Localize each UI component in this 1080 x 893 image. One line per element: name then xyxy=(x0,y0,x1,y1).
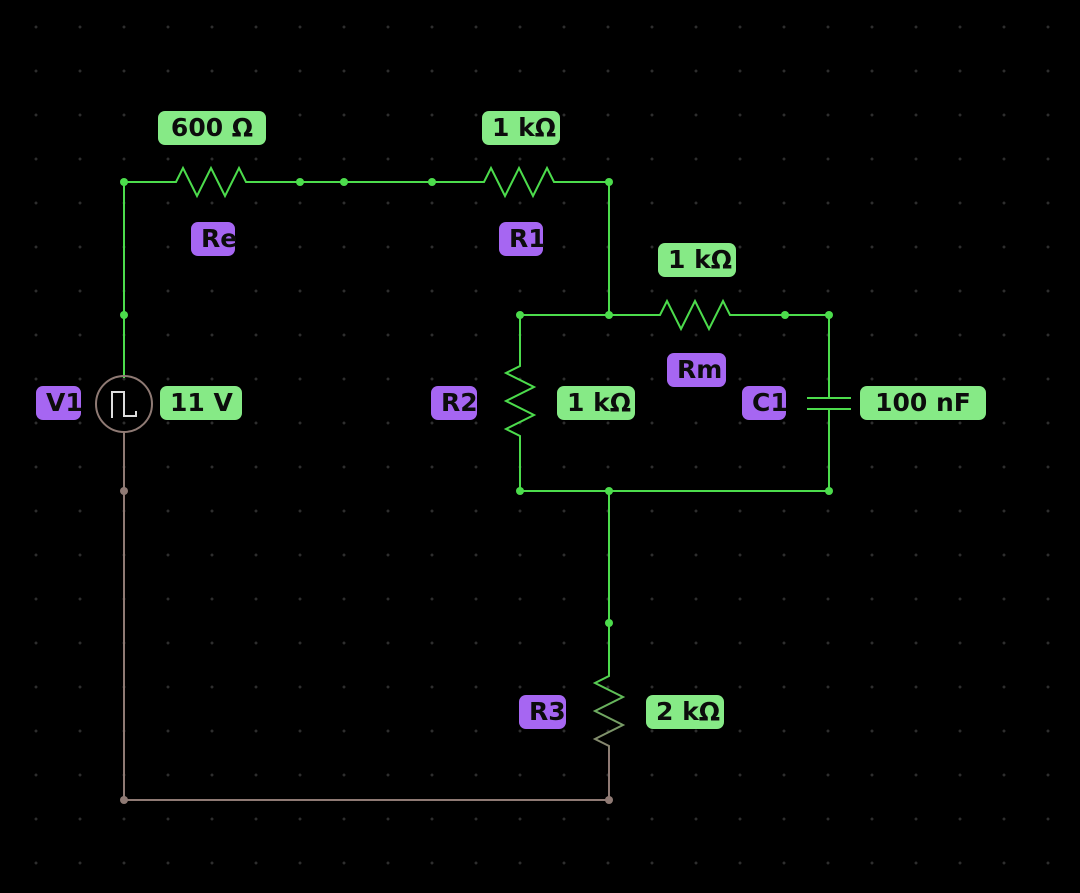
node[interactable] xyxy=(120,487,128,495)
c1-name-label[interactable]: C1 xyxy=(742,386,788,420)
wire-top-parallel[interactable] xyxy=(519,314,652,358)
resistor-rm-symbol[interactable] xyxy=(652,298,740,332)
node[interactable] xyxy=(516,487,524,495)
r2-value-label[interactable]: 1 kΩ xyxy=(557,386,635,420)
r1-value-label[interactable]: 1 kΩ xyxy=(482,111,560,145)
resistor-r2-symbol[interactable] xyxy=(503,358,537,446)
rm-name-label[interactable]: Rm xyxy=(667,353,726,387)
v1-name-label[interactable]: V1 xyxy=(36,386,83,420)
resistor-re-symbol[interactable] xyxy=(168,165,256,199)
r3-name-label[interactable]: R3 xyxy=(519,695,566,729)
node[interactable] xyxy=(120,796,128,804)
junction-nodes xyxy=(120,178,833,804)
node[interactable] xyxy=(605,311,613,319)
node[interactable] xyxy=(781,311,789,319)
wire-r1-to-junction[interactable] xyxy=(564,181,610,315)
node[interactable] xyxy=(605,796,613,804)
r1-name-label[interactable]: R1 xyxy=(499,222,546,256)
node[interactable] xyxy=(825,311,833,319)
node[interactable] xyxy=(516,311,524,319)
square-wave-icon xyxy=(111,391,137,418)
ground-wires xyxy=(123,432,610,801)
r2-name-label[interactable]: R2 xyxy=(431,386,478,420)
rm-value-label[interactable]: 1 kΩ xyxy=(658,243,736,277)
r3-value-label[interactable]: 2 kΩ xyxy=(646,695,724,729)
v1-value-label[interactable]: 11 V xyxy=(160,386,242,420)
resistor-r1-symbol[interactable] xyxy=(476,165,564,199)
node[interactable] xyxy=(428,178,436,186)
node[interactable] xyxy=(296,178,304,186)
node[interactable] xyxy=(605,619,613,627)
node[interactable] xyxy=(605,178,613,186)
voltage-source-v1-symbol[interactable] xyxy=(95,375,153,433)
re-value-label[interactable]: 600 Ω xyxy=(158,111,266,145)
wire-c1-to-bottom[interactable] xyxy=(519,409,830,492)
node[interactable] xyxy=(120,311,128,319)
capacitor-c1-symbol[interactable] xyxy=(807,397,851,410)
wire-v1-to-re[interactable] xyxy=(123,181,168,378)
wire-v1-to-ground[interactable] xyxy=(123,432,610,801)
re-name-label[interactable]: Re xyxy=(191,222,237,256)
c1-value-label[interactable]: 100 nF xyxy=(860,386,986,420)
node[interactable] xyxy=(120,178,128,186)
resistor-r3-symbol[interactable] xyxy=(592,668,626,755)
node[interactable] xyxy=(605,487,613,495)
node[interactable] xyxy=(825,487,833,495)
node[interactable] xyxy=(340,178,348,186)
